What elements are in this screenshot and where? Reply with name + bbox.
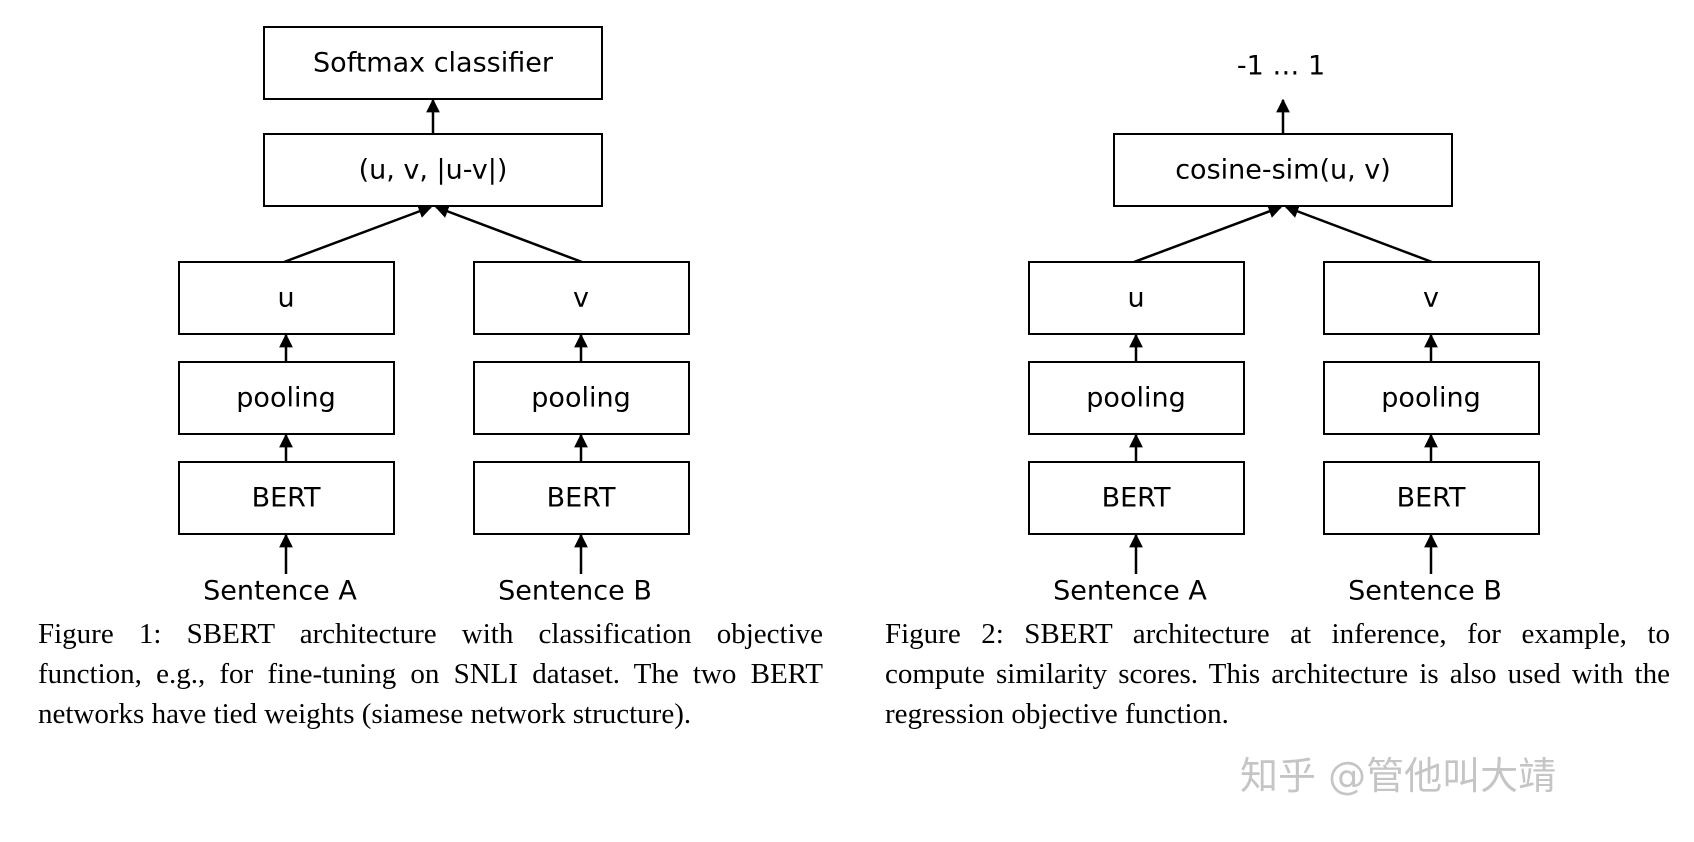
bert-a-label: BERT [1102, 483, 1171, 514]
branch-a-bert-node: BERT [178, 461, 395, 535]
figure-1: Softmax classifier (u, v, |u-v|) u pooli… [178, 26, 690, 607]
arrow-u-to-cosine [1133, 204, 1283, 264]
concat-node: (u, v, |u-v|) [263, 133, 603, 207]
embedding-u-label: u [277, 283, 294, 314]
figure-2: -1 … 1 cosine-sim(u, v) u pooling BERT S… [1028, 51, 1540, 607]
figure-1-caption: Figure 1: SBERT architecture with classi… [38, 618, 823, 730]
arrow-v-to-concat [434, 204, 583, 264]
bert-b-label: BERT [547, 483, 616, 514]
watermark: 知乎 @管他叫大靖 [1240, 754, 1557, 798]
softmax-classifier-label: Softmax classifier [313, 48, 554, 79]
concat-label: (u, v, |u-v|) [359, 155, 508, 186]
arrow-u-to-concat [283, 204, 433, 264]
sentence-b-label: Sentence B [1348, 576, 1502, 607]
sentence-b-label: Sentence B [498, 576, 652, 607]
branch-b-v-node: v [1323, 261, 1540, 335]
pooling-a-label: pooling [1086, 383, 1185, 414]
cosine-sim-node: cosine-sim(u, v) [1113, 133, 1453, 207]
output-range-label: -1 … 1 [1237, 51, 1325, 82]
branch-b-bert-node: BERT [1323, 461, 1540, 535]
branch-a-pooling-node: pooling [178, 361, 395, 435]
cosine-sim-label: cosine-sim(u, v) [1175, 155, 1391, 186]
branch-b-bert-node: BERT [473, 461, 690, 535]
embedding-v-label: v [1423, 283, 1439, 314]
branch-b-pooling-node: pooling [1323, 361, 1540, 435]
branch-a-u-node: u [1028, 261, 1245, 335]
branch-a-pooling-node: pooling [1028, 361, 1245, 435]
bert-a-label: BERT [252, 483, 321, 514]
branch-b-pooling-node: pooling [473, 361, 690, 435]
pooling-b-label: pooling [531, 383, 630, 414]
branch-a-u-node: u [178, 261, 395, 335]
arrow-v-to-cosine [1284, 204, 1433, 264]
sentence-a-label: Sentence A [1053, 576, 1207, 607]
figure-2-caption: Figure 2: SBERT architecture at inferenc… [885, 618, 1670, 730]
branch-b-v-node: v [473, 261, 690, 335]
pooling-b-label: pooling [1381, 383, 1480, 414]
branch-a-bert-node: BERT [1028, 461, 1245, 535]
sentence-a-label: Sentence A [203, 576, 357, 607]
embedding-u-label: u [1127, 283, 1144, 314]
embedding-v-label: v [573, 283, 589, 314]
pooling-a-label: pooling [236, 383, 335, 414]
softmax-classifier-node: Softmax classifier [263, 26, 603, 100]
bert-b-label: BERT [1397, 483, 1466, 514]
